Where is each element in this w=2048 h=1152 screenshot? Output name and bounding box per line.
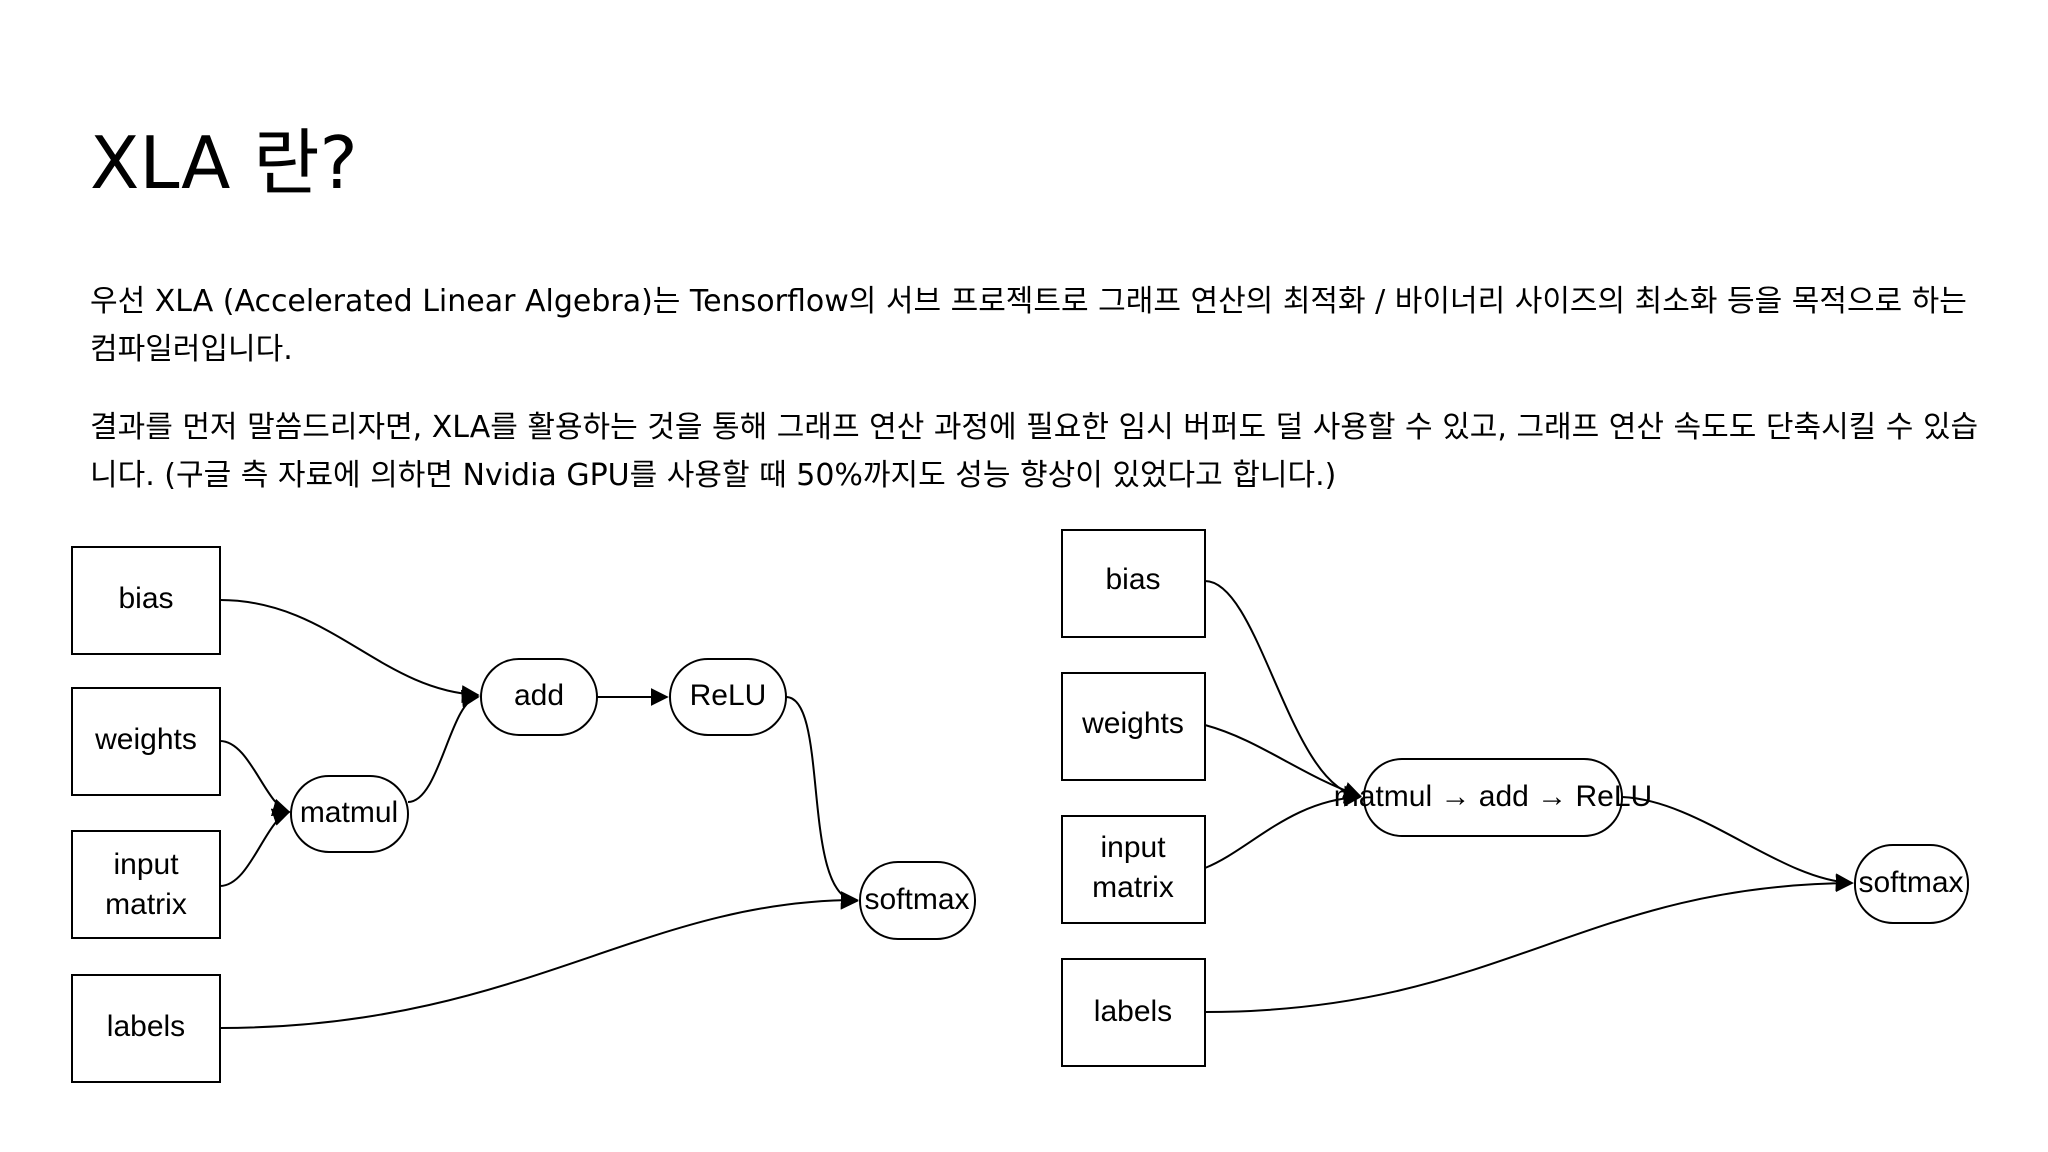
edge-r-fused-softmax [1621,796,1854,892]
node-add-label: add [514,679,564,712]
edge-bias-add [219,599,480,704]
left-graph: bias weights input matrix labels matmul [71,546,976,1083]
edge-matmul-add [407,689,480,803]
r-node-fused-op: matmul → add → ReLU [1334,758,1652,837]
node-relu-label: ReLU [690,679,767,712]
node-weights-label: weights [94,723,197,756]
r-node-softmax: softmax [1854,844,1969,924]
node-bias-label: bias [118,582,173,615]
edge-labels-softmax [219,891,859,1029]
paragraph-intro: 우선 XLA (Accelerated Linear Algebra)는 Ten… [90,284,1967,367]
r-node-labels: labels [1061,958,1206,1067]
node-input-label-line1: input [113,848,179,881]
r-node-input-label-line2: matrix [1092,871,1174,904]
node-softmax-label: softmax [864,883,969,916]
edge-r-labels-softmax [1204,874,1854,1013]
node-input-label-line2: matrix [105,888,187,921]
r-node-weights: weights [1061,672,1206,781]
node-bias: bias [71,546,221,655]
edge-r-bias-fused [1204,580,1362,804]
r-node-input-label-line1: input [1100,831,1166,864]
edge-input-matmul [219,808,291,887]
r-node-bias-label: bias [1105,563,1160,596]
node-matmul-label: matmul [300,796,398,829]
right-graph: bias weights input matrix labels matmul … [1061,529,1969,1067]
node-relu: ReLU [669,658,787,736]
r-node-labels-label: labels [1094,995,1172,1028]
node-labels-label: labels [107,1010,185,1043]
node-input-matrix: input matrix [71,830,221,939]
slide-title: XLA 란? [90,121,358,205]
paragraph-result: 결과를 먼저 말씀드리자면, XLA를 활용하는 것을 통해 그래프 연산 과정… [90,410,1979,493]
r-node-input-matrix: input matrix [1061,815,1206,924]
r-node-weights-label: weights [1081,707,1184,740]
edge-weights-matmul [219,740,291,817]
r-node-fused-label: matmul → add → ReLU [1334,780,1652,813]
node-weights: weights [71,687,221,796]
node-labels: labels [71,974,221,1083]
node-add: add [480,658,598,736]
r-node-bias: bias [1061,529,1206,638]
edge-relu-softmax [785,696,859,910]
node-softmax: softmax [859,861,976,940]
edge-r-weights-fused [1204,724,1362,800]
edge-r-input-fused [1204,788,1362,869]
node-matmul: matmul [290,775,409,853]
r-node-softmax-label: softmax [1858,866,1963,899]
